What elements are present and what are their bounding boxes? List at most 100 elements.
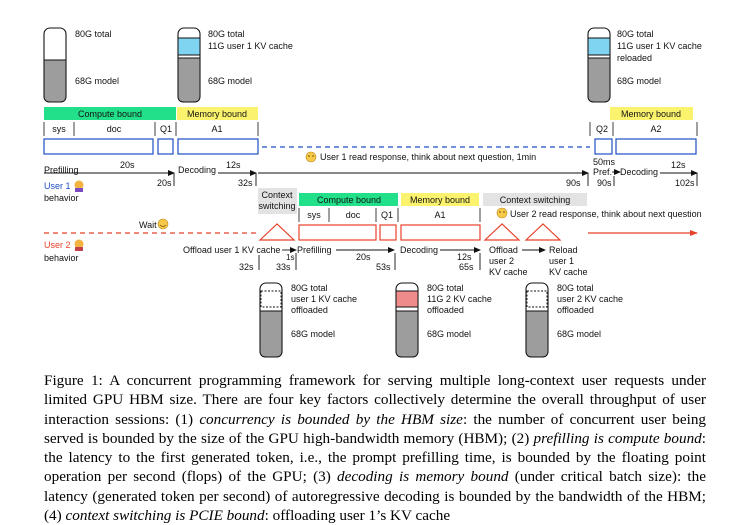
svg-text:12s: 12s xyxy=(226,160,241,170)
svg-text:sys: sys xyxy=(307,210,321,220)
svg-text:KV cache: KV cache xyxy=(549,267,588,277)
svg-text:doc: doc xyxy=(346,210,361,220)
svg-text:User 2 read response, think ab: User 2 read response, think about next q… xyxy=(510,209,702,219)
svg-text:Decoding: Decoding xyxy=(178,165,216,175)
figure-caption: Figure 1: A concurrent programming frame… xyxy=(44,372,707,525)
user-emoji-icon xyxy=(305,151,317,163)
svg-text:80G total: 80G total xyxy=(557,283,594,293)
svg-text:Q2: Q2 xyxy=(596,124,608,134)
svg-text:68G model: 68G model xyxy=(208,76,252,86)
framework-figure: 80G total 68G model 80G total 11G user 1… xyxy=(43,27,702,358)
svg-text:Wait: Wait xyxy=(139,220,157,230)
svg-text:80G total: 80G total xyxy=(427,283,464,293)
svg-text:Compute bound: Compute bound xyxy=(78,109,142,119)
svg-text:Pref.: Pref. xyxy=(593,167,612,177)
svg-text:Offload user 1 KV cache: Offload user 1 KV cache xyxy=(183,245,280,255)
svg-text:33s: 33s xyxy=(276,262,291,272)
svg-text:Q1: Q1 xyxy=(381,210,393,220)
svg-text:32s: 32s xyxy=(238,178,253,188)
svg-text:80G total: 80G total xyxy=(75,29,112,39)
user1-blue-boxes xyxy=(43,138,697,155)
memory-bound-bar-2 xyxy=(610,107,693,120)
svg-text:offloaded: offloaded xyxy=(557,305,594,315)
svg-text:65s: 65s xyxy=(459,262,474,272)
svg-text:Decoding: Decoding xyxy=(620,167,658,177)
svg-text:Context switching: Context switching xyxy=(500,195,571,205)
svg-text:80G total: 80G total xyxy=(208,29,245,39)
svg-text:20s: 20s xyxy=(157,178,172,188)
svg-text:90s: 90s xyxy=(597,178,612,188)
svg-text:user 2: user 2 xyxy=(489,256,514,266)
context-switching-bar-1 xyxy=(258,188,297,214)
smile-emoji-icon xyxy=(157,218,169,230)
svg-text:behavior: behavior xyxy=(44,193,79,203)
svg-text:reloaded: reloaded xyxy=(617,53,652,63)
gpu-memory-user1-kv: 80G total 11G user 1 KV cache 68G model xyxy=(177,27,293,103)
svg-text:user 1 KV cache: user 1 KV cache xyxy=(291,294,357,304)
svg-text:Q1: Q1 xyxy=(160,124,172,134)
svg-text:A1: A1 xyxy=(434,210,445,220)
user2-avatar-icon xyxy=(74,239,84,251)
user2-token-row xyxy=(298,208,481,222)
svg-text:11G user 1 KV cache: 11G user 1 KV cache xyxy=(208,41,293,51)
svg-text:KV cache: KV cache xyxy=(489,267,528,277)
svg-text:Offload: Offload xyxy=(489,245,518,255)
svg-text:offloaded: offloaded xyxy=(291,305,328,315)
gpu-memory-idle: 80G total 68G model xyxy=(43,27,119,103)
svg-text:behavior: behavior xyxy=(44,253,79,263)
svg-text:A2: A2 xyxy=(650,124,661,134)
user1-token-row xyxy=(43,122,698,136)
svg-text:Prefilling: Prefilling xyxy=(44,165,79,175)
user2-red-shapes xyxy=(258,223,562,241)
context-switching-bar-2 xyxy=(483,193,587,206)
svg-text:68G model: 68G model xyxy=(617,76,661,86)
compute-bound-bar-u2 xyxy=(299,193,398,206)
svg-text:32s: 32s xyxy=(239,262,254,272)
svg-text:80G total: 80G total xyxy=(291,283,328,293)
svg-text:68G model: 68G model xyxy=(427,329,471,339)
svg-text:80G total: 80G total xyxy=(617,29,654,39)
think-emoji-icon xyxy=(496,207,508,219)
svg-text:sys: sys xyxy=(52,124,66,134)
gpu-memory-user2-offloaded: 80G total user 2 KV cache offloaded 68G … xyxy=(525,282,623,358)
svg-text:user 2 KV cache: user 2 KV cache xyxy=(557,294,623,304)
svg-text:12s: 12s xyxy=(457,252,472,262)
svg-text:20s: 20s xyxy=(120,160,135,170)
svg-text:User 1 read response, think ab: User 1 read response, think about next q… xyxy=(320,152,536,162)
svg-text:11G user 1 KV cache: 11G user 1 KV cache xyxy=(617,41,702,51)
svg-text:11G 2 KV cache: 11G 2 KV cache xyxy=(427,294,492,304)
svg-text:switching: switching xyxy=(258,201,295,211)
svg-text:Context: Context xyxy=(261,190,293,200)
svg-text:A1: A1 xyxy=(211,124,222,134)
svg-text:Memory bound: Memory bound xyxy=(410,195,470,205)
svg-text:Decoding: Decoding xyxy=(400,245,438,255)
svg-text:53s: 53s xyxy=(376,262,391,272)
compute-bound-bar xyxy=(44,107,176,120)
user1-avatar-icon xyxy=(74,180,84,192)
svg-text:20s: 20s xyxy=(356,252,371,262)
gpu-memory-user1-offloaded: 80G total user 1 KV cache offloaded 68G … xyxy=(259,282,357,358)
svg-text:68G model: 68G model xyxy=(291,329,335,339)
svg-text:1s: 1s xyxy=(286,253,294,262)
svg-text:12s: 12s xyxy=(671,160,686,170)
svg-text:68G model: 68G model xyxy=(75,76,119,86)
svg-text:offloaded: offloaded xyxy=(427,305,464,315)
user2-timeline: Offload user 1 KV cache Prefilling 20s 1… xyxy=(183,245,588,277)
svg-text:user 1: user 1 xyxy=(549,256,574,266)
svg-text:Reload: Reload xyxy=(549,245,578,255)
svg-text:Compute bound: Compute bound xyxy=(317,195,381,205)
memory-bound-bar-u2 xyxy=(401,193,479,206)
memory-bound-bar xyxy=(177,107,258,120)
svg-text:50ms: 50ms xyxy=(593,157,616,167)
svg-text:90s: 90s xyxy=(566,178,581,188)
svg-text:102s: 102s xyxy=(675,178,695,188)
caption-label: Figure 1: xyxy=(44,372,103,389)
user1-label: User 1 xyxy=(44,181,71,191)
user1-timeline: Prefilling 20s 20s Decoding 12s 32s 90s … xyxy=(44,151,698,188)
svg-text:Memory bound: Memory bound xyxy=(187,109,247,119)
gpu-memory-user1-reloaded: 80G total 11G user 1 KV cache reloaded 6… xyxy=(587,27,702,103)
svg-text:68G model: 68G model xyxy=(557,329,601,339)
svg-text:doc: doc xyxy=(107,124,122,134)
svg-text:Prefilling: Prefilling xyxy=(297,245,332,255)
user2-label: User 2 xyxy=(44,240,71,250)
